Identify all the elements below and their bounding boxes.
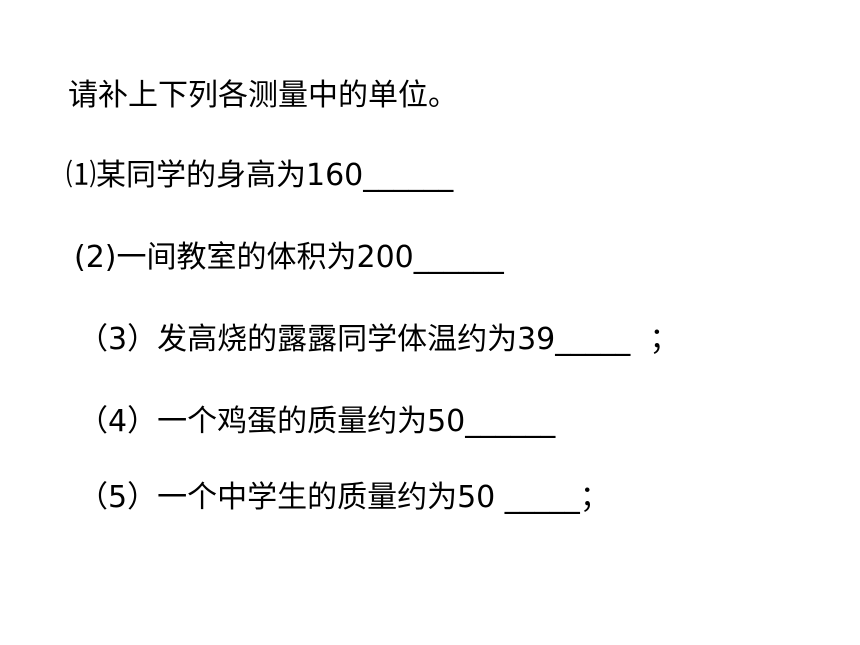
question-2: (2)一间教室的体积为200______ (74, 240, 504, 275)
question-4: （4）一个鸡蛋的质量约为50______ (78, 404, 556, 439)
instruction-text: 请补上下列各测量中的单位。 (68, 78, 458, 113)
question-5: （5）一个中学生的质量约为50 _____； (78, 480, 610, 515)
question-3: （3）发高烧的露露同学体温约为39_____ ； (78, 322, 680, 357)
question-1: ⑴某同学的身高为160______ (66, 158, 454, 193)
